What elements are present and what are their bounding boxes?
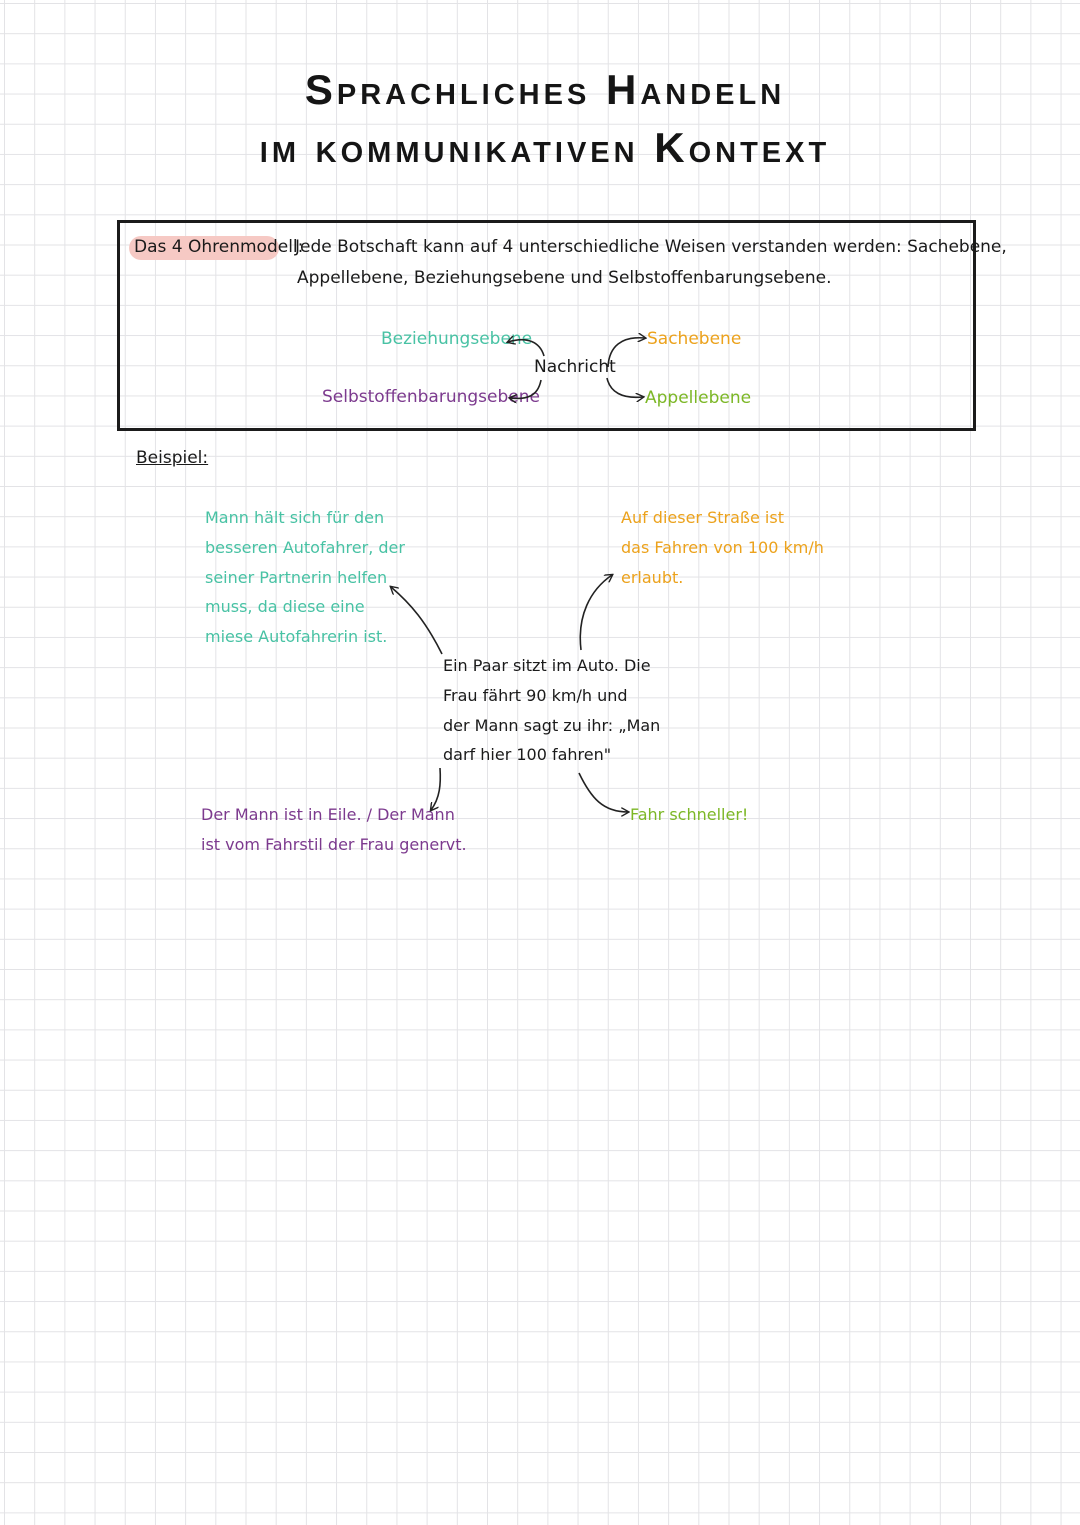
example-sache-line: Auf dieser Straße ist <box>621 508 784 527</box>
arrow-to-beziehungsebene <box>508 340 545 357</box>
example-beziehung-line: miese Autofahrerin ist. <box>205 627 388 647</box>
definition-text-line-2: Appellebene, Beziehungsebene und Selbsto… <box>297 268 832 288</box>
example-beziehung-line: besseren Autofahrer, der <box>205 537 405 557</box>
model-sachebene: Sachebene <box>647 329 742 349</box>
example-sache: Auf dieser Straße ist das Fahren von 100… <box>621 503 824 592</box>
example-center-line: der Mann sagt zu ihr: „Man <box>443 715 661 735</box>
label-highlight <box>129 236 279 260</box>
title-line-2: im kommunikativen Kontext <box>259 124 831 171</box>
example-beziehung-line: Mann hält sich für den <box>205 508 385 527</box>
example-appell: Fahr schneller! <box>630 805 749 824</box>
arrow-example-beziehung <box>391 587 443 655</box>
example-sache-line: das Fahren von 100 km/h <box>621 537 824 557</box>
example-selbst-line: ist vom Fahrstil der Frau genervt. <box>201 834 467 854</box>
arrow-example-selbst <box>431 767 442 810</box>
arrow-to-sachebene <box>607 338 645 368</box>
example-selbst: Der Mann ist in Eile. / Der Mann ist vom… <box>201 800 467 860</box>
arrow-example-sache <box>579 575 612 651</box>
definition-box <box>117 220 976 431</box>
arrow-example-appell <box>578 772 628 812</box>
example-center: Ein Paar sitzt im Auto. Die Frau fährt 9… <box>443 651 660 770</box>
arrow-to-appellebene <box>606 377 643 397</box>
example-selbst-line: Der Mann ist in Eile. / Der Mann <box>201 805 455 824</box>
model-appellebene: Appellebene <box>645 388 752 408</box>
model-nachricht: Nachricht <box>534 357 616 377</box>
example-beziehung-line: muss, da diese eine <box>205 597 365 617</box>
example-center-line: Frau fährt 90 km/h und <box>443 685 628 705</box>
model-selbstoffenbarungsebene: Selbstoffenbarungsebene <box>322 387 540 407</box>
example-beziehung: Mann hält sich für den besseren Autofahr… <box>205 503 405 652</box>
example-center-line: darf hier 100 fahren" <box>443 745 612 765</box>
definition-text-line-1: Jede Botschaft kann auf 4 unterschiedlic… <box>295 237 1007 257</box>
example-label: Beispiel: <box>136 448 209 468</box>
arrow-to-selbstoffenbarungsebene <box>510 379 542 398</box>
definition-label: Das 4 Ohrenmodell: <box>134 237 304 257</box>
example-center-line: Ein Paar sitzt im Auto. Die <box>443 656 651 675</box>
example-sache-line: erlaubt. <box>621 567 684 587</box>
title-line-1: Sprachliches Handeln <box>304 66 786 113</box>
model-beziehungsebene: Beziehungsebene <box>381 329 533 349</box>
example-beziehung-line: seiner Partnerin helfen <box>205 567 388 587</box>
